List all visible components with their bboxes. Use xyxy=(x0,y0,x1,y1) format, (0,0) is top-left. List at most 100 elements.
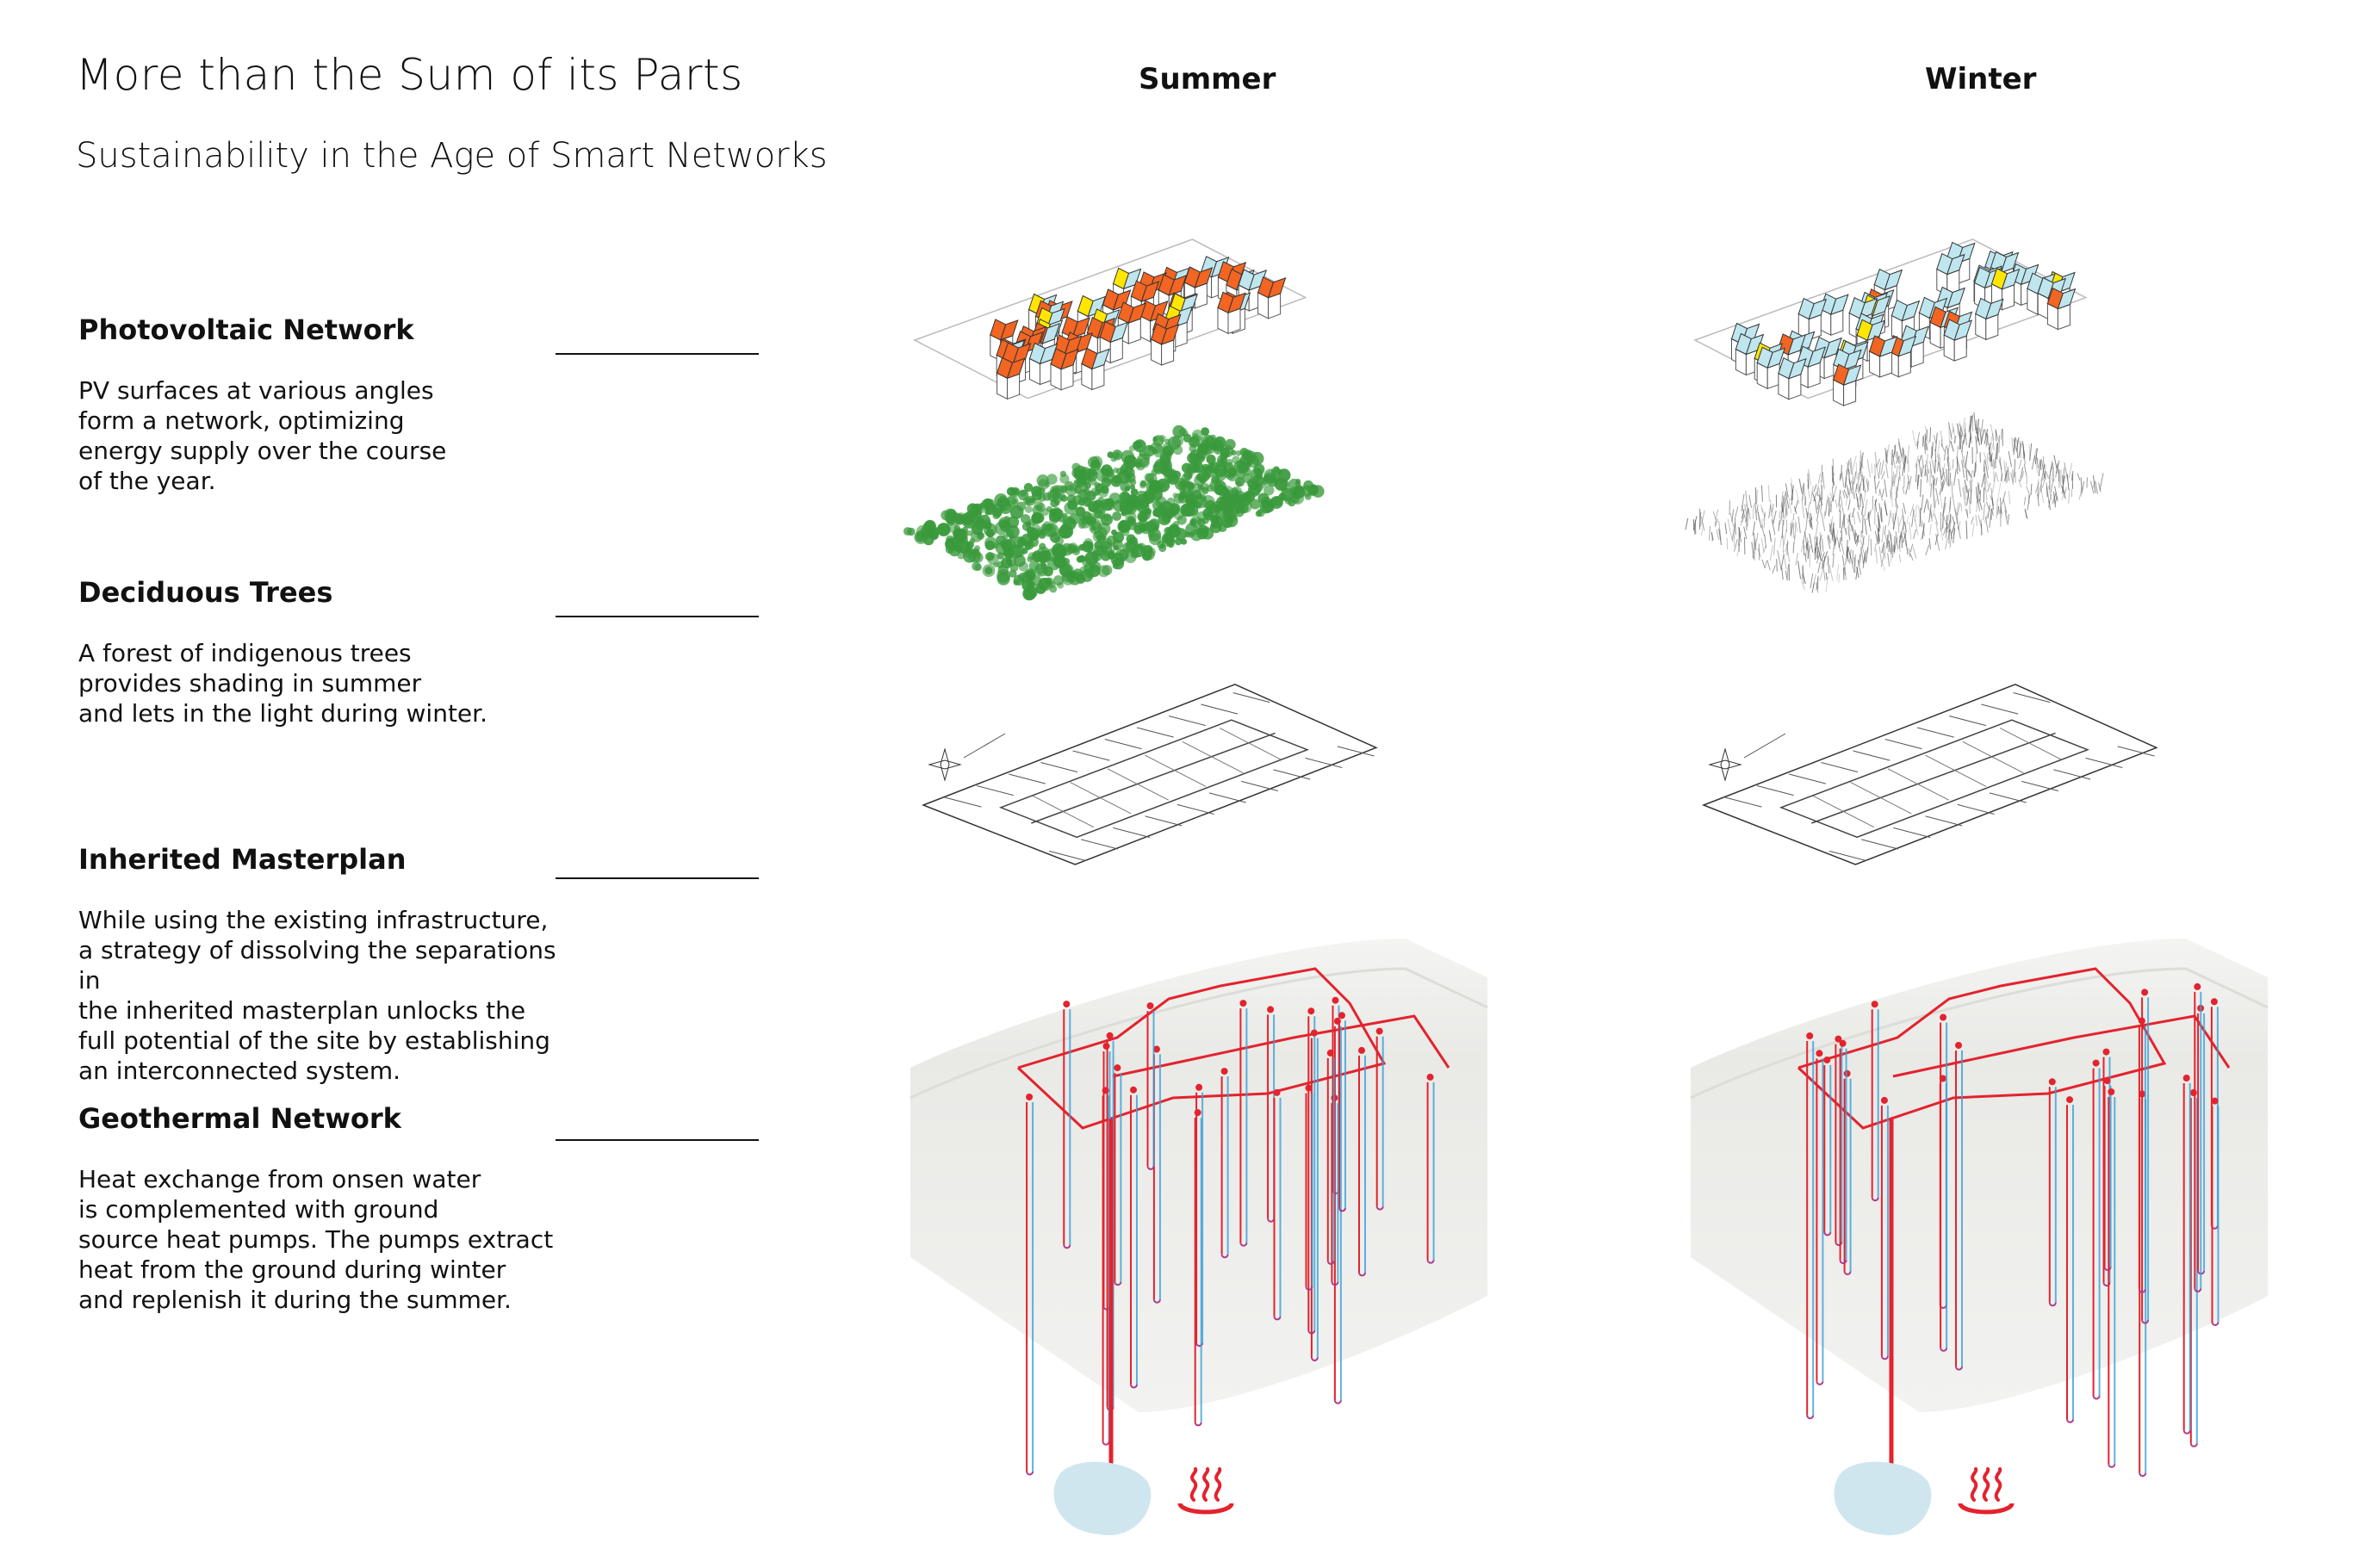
bare-branch xyxy=(1813,484,1817,493)
bare-branch xyxy=(1747,508,1749,527)
bare-branch xyxy=(2030,483,2033,496)
bare-branch xyxy=(1823,551,1828,562)
bare-branch xyxy=(1841,471,1845,488)
bare-branch xyxy=(1857,511,1861,523)
tree-canopy xyxy=(974,545,980,552)
tree-canopy xyxy=(1124,486,1131,492)
tree-canopy xyxy=(1057,581,1065,589)
pv-roof-panel xyxy=(2000,251,2020,274)
tree-canopy xyxy=(1139,508,1152,520)
page-subtitle: Sustainability in the Age of Smart Netwo… xyxy=(76,136,828,176)
tree-canopy xyxy=(1158,435,1166,443)
bare-branch xyxy=(2016,439,2019,459)
bare-branch xyxy=(1839,473,1841,481)
bare-branch xyxy=(1802,568,1805,579)
plot-line xyxy=(1756,785,1794,796)
bare-branch xyxy=(1833,527,1835,539)
bare-branch xyxy=(1937,454,1940,472)
bare-branch xyxy=(1999,509,2002,518)
bare-branch xyxy=(1760,537,1765,553)
onsen-water-pool xyxy=(1053,1461,1152,1535)
bare-branch xyxy=(1965,468,1971,476)
tree-canopy xyxy=(1308,485,1319,495)
tree-canopy xyxy=(975,516,984,525)
tree-canopy xyxy=(1076,468,1084,476)
borehole-bend xyxy=(1338,1207,1346,1212)
tree-canopy xyxy=(1278,479,1290,491)
bare-branch xyxy=(1830,518,1834,538)
pv-roof-panel xyxy=(1884,269,1903,291)
bare-branch xyxy=(1825,576,1828,592)
bare-branch xyxy=(1878,462,1881,479)
borehole-bend xyxy=(1195,1342,1204,1348)
page-title: More than the Sum of its Parts xyxy=(76,50,743,100)
tree-canopy xyxy=(996,572,1010,586)
bare-branch xyxy=(2093,474,2096,493)
bare-branch xyxy=(1852,480,1854,499)
bare-branch xyxy=(1975,464,1977,473)
bare-branch xyxy=(1847,485,1851,500)
tree-canopy xyxy=(1034,583,1046,594)
bare-branch xyxy=(1928,538,1931,549)
tree-canopy xyxy=(1024,586,1038,599)
house xyxy=(1080,347,1110,391)
bare-branch xyxy=(1827,497,1830,508)
tree-canopy xyxy=(1134,440,1143,449)
house xyxy=(1028,342,1059,386)
pv-roof-panel xyxy=(1808,298,1828,320)
pv-roof-panel xyxy=(1091,348,1110,370)
block-divider xyxy=(1850,782,1912,815)
tree-canopy xyxy=(984,509,991,516)
bare-branch xyxy=(1815,521,1819,539)
bare-branch xyxy=(1841,542,1845,555)
tree-canopy xyxy=(1081,543,1087,550)
bare-branch xyxy=(1990,455,1993,467)
bare-branch xyxy=(1805,508,1809,518)
bare-branch xyxy=(1729,530,1734,542)
tree-canopy xyxy=(1230,487,1239,497)
bare-branch xyxy=(1822,538,1824,552)
bare-branch xyxy=(1731,509,1735,522)
pv-roof-panel xyxy=(1071,317,1091,338)
bare-branch xyxy=(1786,540,1789,556)
pv-roof-panel xyxy=(1807,346,1826,369)
house xyxy=(1935,252,1965,296)
borehole-bend xyxy=(2092,1395,2101,1400)
tree-canopy xyxy=(1130,488,1139,496)
bare-branch xyxy=(1921,455,1924,468)
bare-branch xyxy=(1760,524,1766,536)
bare-branch xyxy=(1889,531,1893,550)
bare-branch xyxy=(2047,486,2052,501)
pv-roof-panel xyxy=(1745,333,1765,356)
tree-canopy xyxy=(1084,481,1091,489)
masterplan-layer xyxy=(921,683,1378,865)
bare-branch xyxy=(1880,460,1884,475)
pump-node xyxy=(1375,1027,1383,1035)
plot-line xyxy=(1957,803,1995,815)
bare-branch xyxy=(1838,504,1841,512)
bare-branch xyxy=(1878,489,1884,501)
bare-branch xyxy=(1804,553,1807,562)
borehole-bend xyxy=(1426,1260,1435,1264)
bare-branch xyxy=(1975,514,1978,526)
tree-canopy xyxy=(1190,518,1198,525)
bare-branch xyxy=(1714,509,1718,525)
tree-canopy xyxy=(1075,506,1086,517)
bare-branch xyxy=(1828,497,1831,517)
pump-node xyxy=(1310,1029,1318,1037)
bare-branch xyxy=(1943,527,1946,536)
bare-branch xyxy=(1906,517,1909,524)
bare-branch xyxy=(2078,487,2083,500)
bare-branch xyxy=(2062,474,2064,493)
bare-branch xyxy=(1915,505,1917,518)
borehole-bend xyxy=(1835,1242,1843,1246)
compass-needle xyxy=(1720,747,1730,782)
tree-canopy xyxy=(1017,573,1028,583)
bare-branch xyxy=(1762,545,1766,554)
bare-branch xyxy=(1959,428,1962,437)
bare-branch xyxy=(1780,555,1785,571)
tree-canopy xyxy=(1090,456,1103,468)
bare-branch xyxy=(1899,525,1904,537)
bare-branch xyxy=(1828,507,1830,517)
bare-branch xyxy=(1754,532,1757,551)
